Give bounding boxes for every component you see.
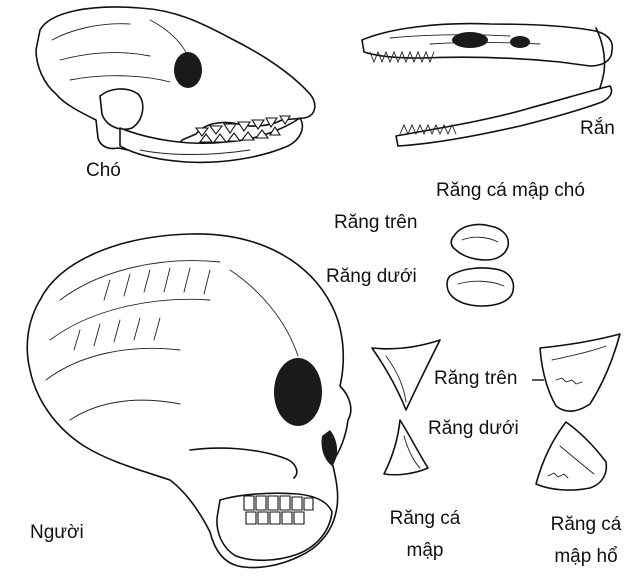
label-human: Người xyxy=(30,522,84,544)
label-shark-line2: mập xyxy=(380,540,470,562)
tiger-shark-upper-tooth-drawing xyxy=(540,334,620,411)
label-upper-tooth-dogfish: Răng trên xyxy=(334,212,417,234)
tiger-shark-lower-tooth-drawing xyxy=(536,422,606,490)
label-shark: Răng cá mập xyxy=(380,508,470,562)
label-tiger-shark-line1: Răng cá xyxy=(536,514,636,536)
label-shark-line1: Răng cá xyxy=(380,508,470,530)
snake-skull-drawing xyxy=(362,24,612,146)
dog-skull-drawing xyxy=(36,7,315,162)
label-upper-tooth-shark: Răng trên xyxy=(434,368,517,390)
label-dog: Chó xyxy=(86,160,121,182)
label-lower-tooth-shark: Răng dưới xyxy=(428,418,519,440)
label-lower-tooth-dogfish: Răng dưới xyxy=(326,266,417,288)
shark-upper-tooth-drawing xyxy=(372,340,440,410)
dogfish-upper-tooth-drawing xyxy=(451,224,508,260)
shark-lower-tooth-drawing xyxy=(384,420,428,475)
label-snake: Rắn xyxy=(580,118,615,140)
label-tiger-shark-line2: mập hổ xyxy=(536,546,636,568)
label-tiger-shark: Răng cá mập hổ xyxy=(536,514,636,568)
dogfish-lower-tooth-drawing xyxy=(447,268,514,306)
label-dogfish-teeth: Răng cá mập chó xyxy=(436,180,585,202)
human-skull-drawing xyxy=(27,234,351,568)
snake-teeth xyxy=(370,52,456,134)
